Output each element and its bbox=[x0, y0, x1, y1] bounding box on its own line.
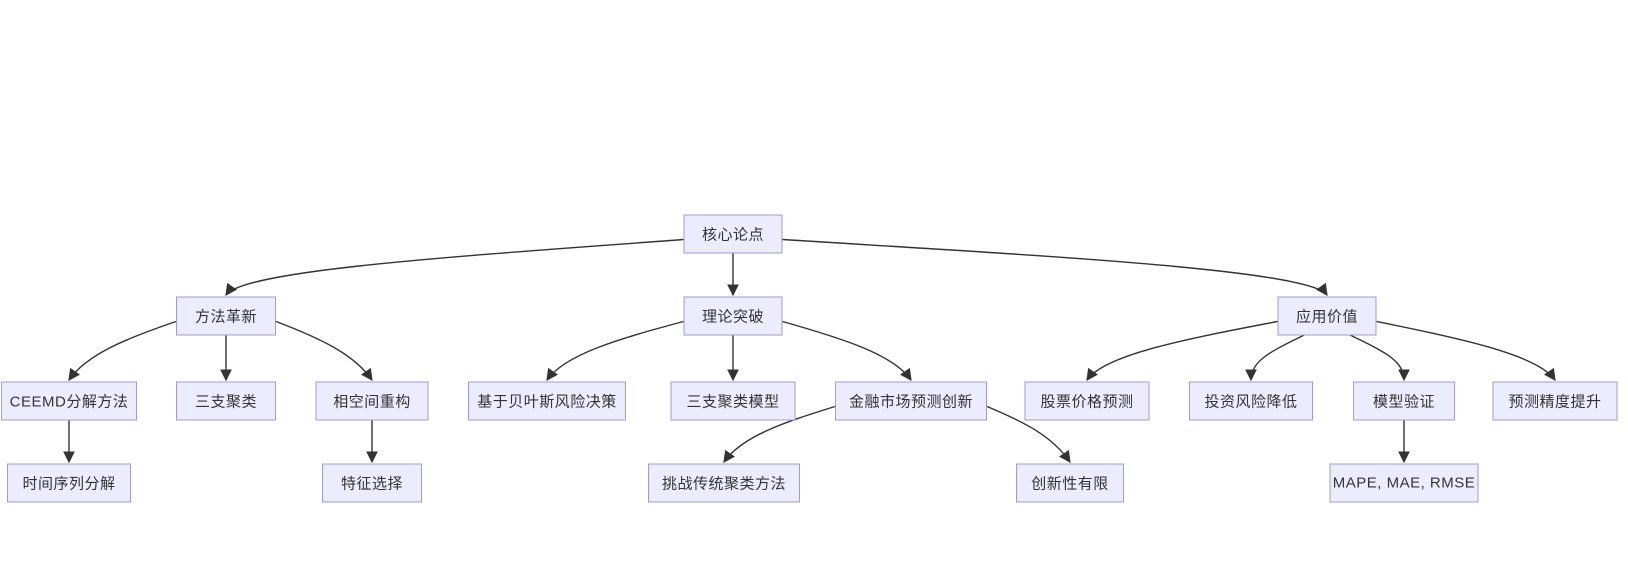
node-limited: 创新性有限 bbox=[1016, 463, 1124, 502]
node-label-core: 核心论点 bbox=[701, 226, 764, 243]
node-timeseries: 时间序列分解 bbox=[7, 463, 131, 502]
edge-method-ceemd bbox=[68, 320, 177, 381]
node-label-phasespace: 相空间重构 bbox=[333, 393, 411, 410]
node-label-finance: 金融市场预测创新 bbox=[848, 393, 973, 410]
edge-application-accuracy bbox=[1376, 320, 1556, 381]
edge-theory-finance bbox=[782, 320, 912, 381]
node-label-accuracy: 预测精度提升 bbox=[1508, 393, 1602, 410]
node-accuracy: 预测精度提升 bbox=[1492, 381, 1618, 420]
edge-method-phasespace bbox=[275, 320, 373, 381]
node-label-ceemd: CEEMD分解方法 bbox=[9, 393, 129, 410]
node-risk: 投资风险降低 bbox=[1189, 381, 1313, 420]
node-metrics: MAPE, MAE, RMSE bbox=[1329, 463, 1479, 502]
node-theory: 理论突破 bbox=[683, 296, 783, 335]
edge-core-application bbox=[782, 238, 1328, 296]
edge-application-risk bbox=[1245, 334, 1305, 382]
node-core: 核心论点 bbox=[683, 214, 783, 253]
node-label-threeway: 三支聚类 bbox=[194, 393, 257, 410]
node-label-bayes: 基于贝叶斯风险决策 bbox=[477, 393, 617, 410]
node-bayes: 基于贝叶斯风险决策 bbox=[468, 381, 626, 420]
node-label-timeseries: 时间序列分解 bbox=[22, 475, 116, 492]
edge-application-validation bbox=[1349, 334, 1410, 382]
edge-core-method bbox=[225, 238, 684, 296]
edge-theory-bayes bbox=[546, 320, 684, 381]
node-label-challenge: 挑战传统聚类方法 bbox=[661, 475, 786, 492]
edge-finance-challenge bbox=[723, 405, 836, 463]
node-validation: 模型验证 bbox=[1353, 381, 1455, 420]
node-threeway: 三支聚类 bbox=[176, 381, 276, 420]
node-finance: 金融市场预测创新 bbox=[835, 381, 987, 420]
node-phasespace: 相空间重构 bbox=[315, 381, 429, 420]
node-stock: 股票价格预测 bbox=[1024, 381, 1150, 420]
node-twcmodel: 三支聚类模型 bbox=[670, 381, 796, 420]
edge-application-stock bbox=[1086, 320, 1278, 381]
node-label-limited: 创新性有限 bbox=[1031, 475, 1109, 492]
node-label-theory: 理论突破 bbox=[701, 308, 764, 325]
node-label-risk: 投资风险降低 bbox=[1204, 393, 1298, 410]
node-label-metrics: MAPE, MAE, RMSE bbox=[1332, 474, 1476, 491]
node-ceemd: CEEMD分解方法 bbox=[1, 381, 137, 420]
node-label-twcmodel: 三支聚类模型 bbox=[686, 393, 780, 410]
node-feature: 特征选择 bbox=[322, 463, 422, 502]
edge-finance-limited bbox=[986, 405, 1071, 463]
node-method: 方法革新 bbox=[176, 296, 276, 335]
node-label-application: 应用价值 bbox=[1295, 308, 1358, 325]
node-label-feature: 特征选择 bbox=[340, 475, 403, 492]
node-application: 应用价值 bbox=[1277, 296, 1377, 335]
node-challenge: 挑战传统聚类方法 bbox=[648, 463, 800, 502]
node-label-validation: 模型验证 bbox=[1372, 393, 1435, 410]
node-label-method: 方法革新 bbox=[194, 308, 257, 325]
node-label-stock: 股票价格预测 bbox=[1040, 393, 1134, 410]
